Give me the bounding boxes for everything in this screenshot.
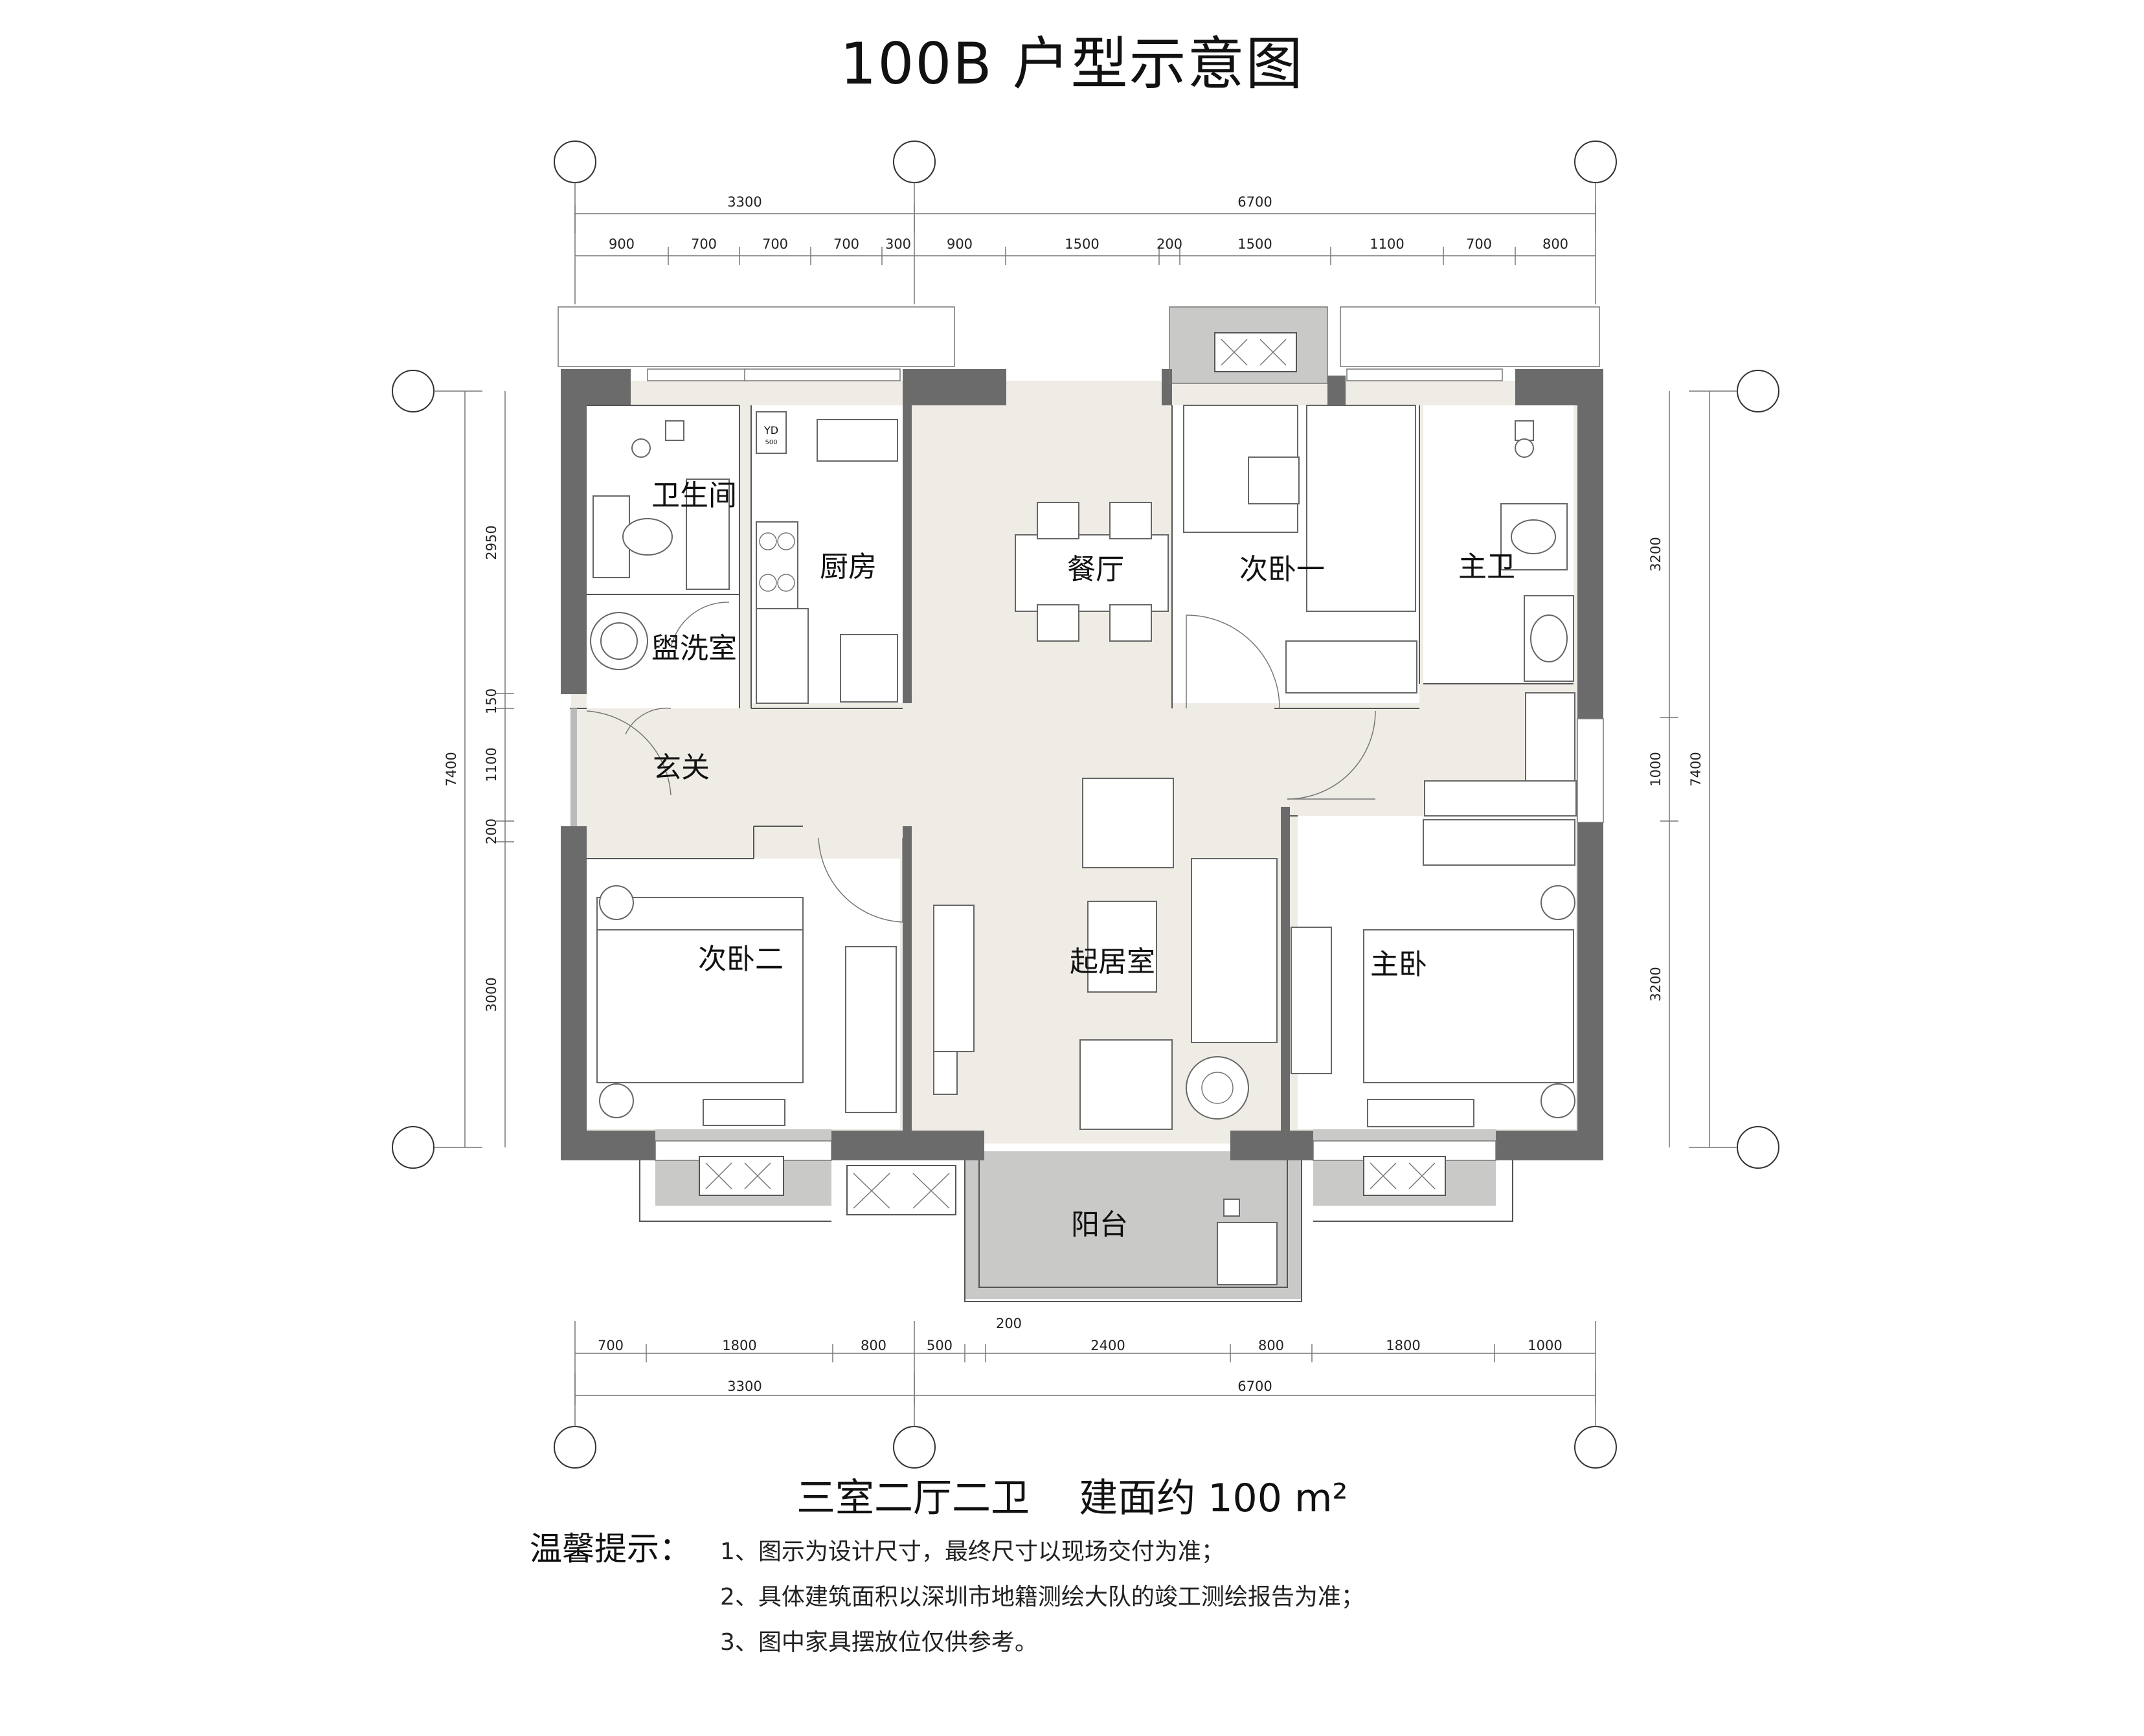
dim-bottom-seg: 200 [996,1316,1022,1331]
room-label-dining: 餐厅 [1067,553,1124,586]
right-dimensions: 3200 1000 3200 7400 [1648,391,1710,1147]
dim-top-seg: 700 [833,236,859,252]
dim-top-total-1: 3300 [727,194,762,210]
room-label-bedroom2: 次卧二 [698,943,784,976]
dim-bottom-seg: 700 [598,1338,624,1353]
page-title: 100B 户型示意图 [840,30,1304,97]
ac-unit-marks [705,339,1436,1209]
fixture-brand-label: YD [763,424,778,436]
walls [561,369,1603,1160]
dim-top-total-2: 6700 [1237,194,1272,210]
dim-top-seg: 800 [1542,236,1568,252]
room-label-master-bath: 主卫 [1458,550,1515,583]
dim-bottom-seg: 2400 [1090,1338,1125,1353]
left-dimensions: 7400 2950 150 1100 200 3000 [444,391,514,1147]
room-labels: 卫生间 盥洗室 厨房 餐厅 次卧一 主卫 玄关 次卧二 起居室 主卧 阳台 YD… [651,424,1515,1241]
dim-top-seg: 700 [762,236,788,252]
room-label-balcony: 阳台 [1071,1208,1128,1241]
room-label-entrance: 玄关 [653,751,710,784]
balcony-outline [639,1160,1513,1302]
dim-bottom-seg: 1800 [722,1338,756,1353]
dim-bottom-seg: 500 [927,1338,953,1353]
partitions [570,405,1574,859]
dim-bottom-seg: 1800 [1386,1338,1420,1353]
dim-top-seg: 300 [885,236,911,252]
dim-top-seg: 200 [1157,236,1182,252]
dim-left-seg: 150 [484,688,499,714]
dim-top-seg: 1100 [1370,236,1404,252]
dim-bottom-seg: 1000 [1528,1338,1562,1353]
axis-bubbles [392,141,1779,1469]
dim-right-seg: 3200 [1648,967,1664,1001]
room-label-bedroom1: 次卧一 [1239,553,1325,586]
dim-top-seg: 700 [691,236,717,252]
room-label-bathroom: 卫生间 [651,479,737,512]
bottom-dimensions: 700 1800 800 500 200 2400 800 1800 1000 … [574,1316,1596,1405]
dim-top-seg: 900 [609,236,635,252]
dim-top-seg: 1500 [1065,236,1099,252]
notes-label: 温馨提示： [530,1530,692,1568]
dim-bottom-seg: 800 [1258,1338,1284,1353]
dim-left-seg: 3000 [484,977,499,1011]
furniture [590,405,1577,1285]
dim-right-seg: 1000 [1648,752,1664,786]
room-label-living: 起居室 [1070,945,1155,978]
dim-left-seg: 1100 [484,747,499,782]
dim-right-seg: 3200 [1648,537,1664,571]
dim-top-seg: 700 [1466,236,1492,252]
dim-left-seg: 200 [484,818,499,844]
windows [558,306,1604,1161]
dim-bottom-total-2: 6700 [1237,1379,1272,1394]
room-label-master-bedroom: 主卧 [1370,948,1427,981]
top-dimensions: 3300 6700 900 700 700 700 300 900 1500 2… [574,194,1596,304]
room-label-kitchen: 厨房 [820,550,877,583]
dim-top-seg: 1500 [1237,236,1272,252]
dim-left-total: 7400 [444,752,459,786]
fixture-size-label: 500 [765,439,777,446]
note-item: 3、图中家具摆放位仅供参考。 [720,1629,1038,1656]
ac-units [699,332,1446,1215]
dim-top-seg: 900 [947,236,973,252]
dim-bottom-total-1: 3300 [727,1379,762,1394]
unit-summary: 三室二厅二卫 建面约 100 m² [796,1476,1348,1521]
dim-left-seg: 2950 [484,525,499,559]
dim-bottom-seg: 800 [861,1338,886,1353]
doors [586,602,1376,923]
note-item: 2、具体建筑面积以深圳市地籍测绘大队的竣工测绘报告为准； [720,1584,1364,1610]
note-item: 1、图示为设计尺寸，最终尺寸以现场交付为准； [720,1539,1224,1565]
room-label-washroom: 盥洗室 [651,632,737,665]
dim-right-total: 7400 [1688,752,1704,786]
